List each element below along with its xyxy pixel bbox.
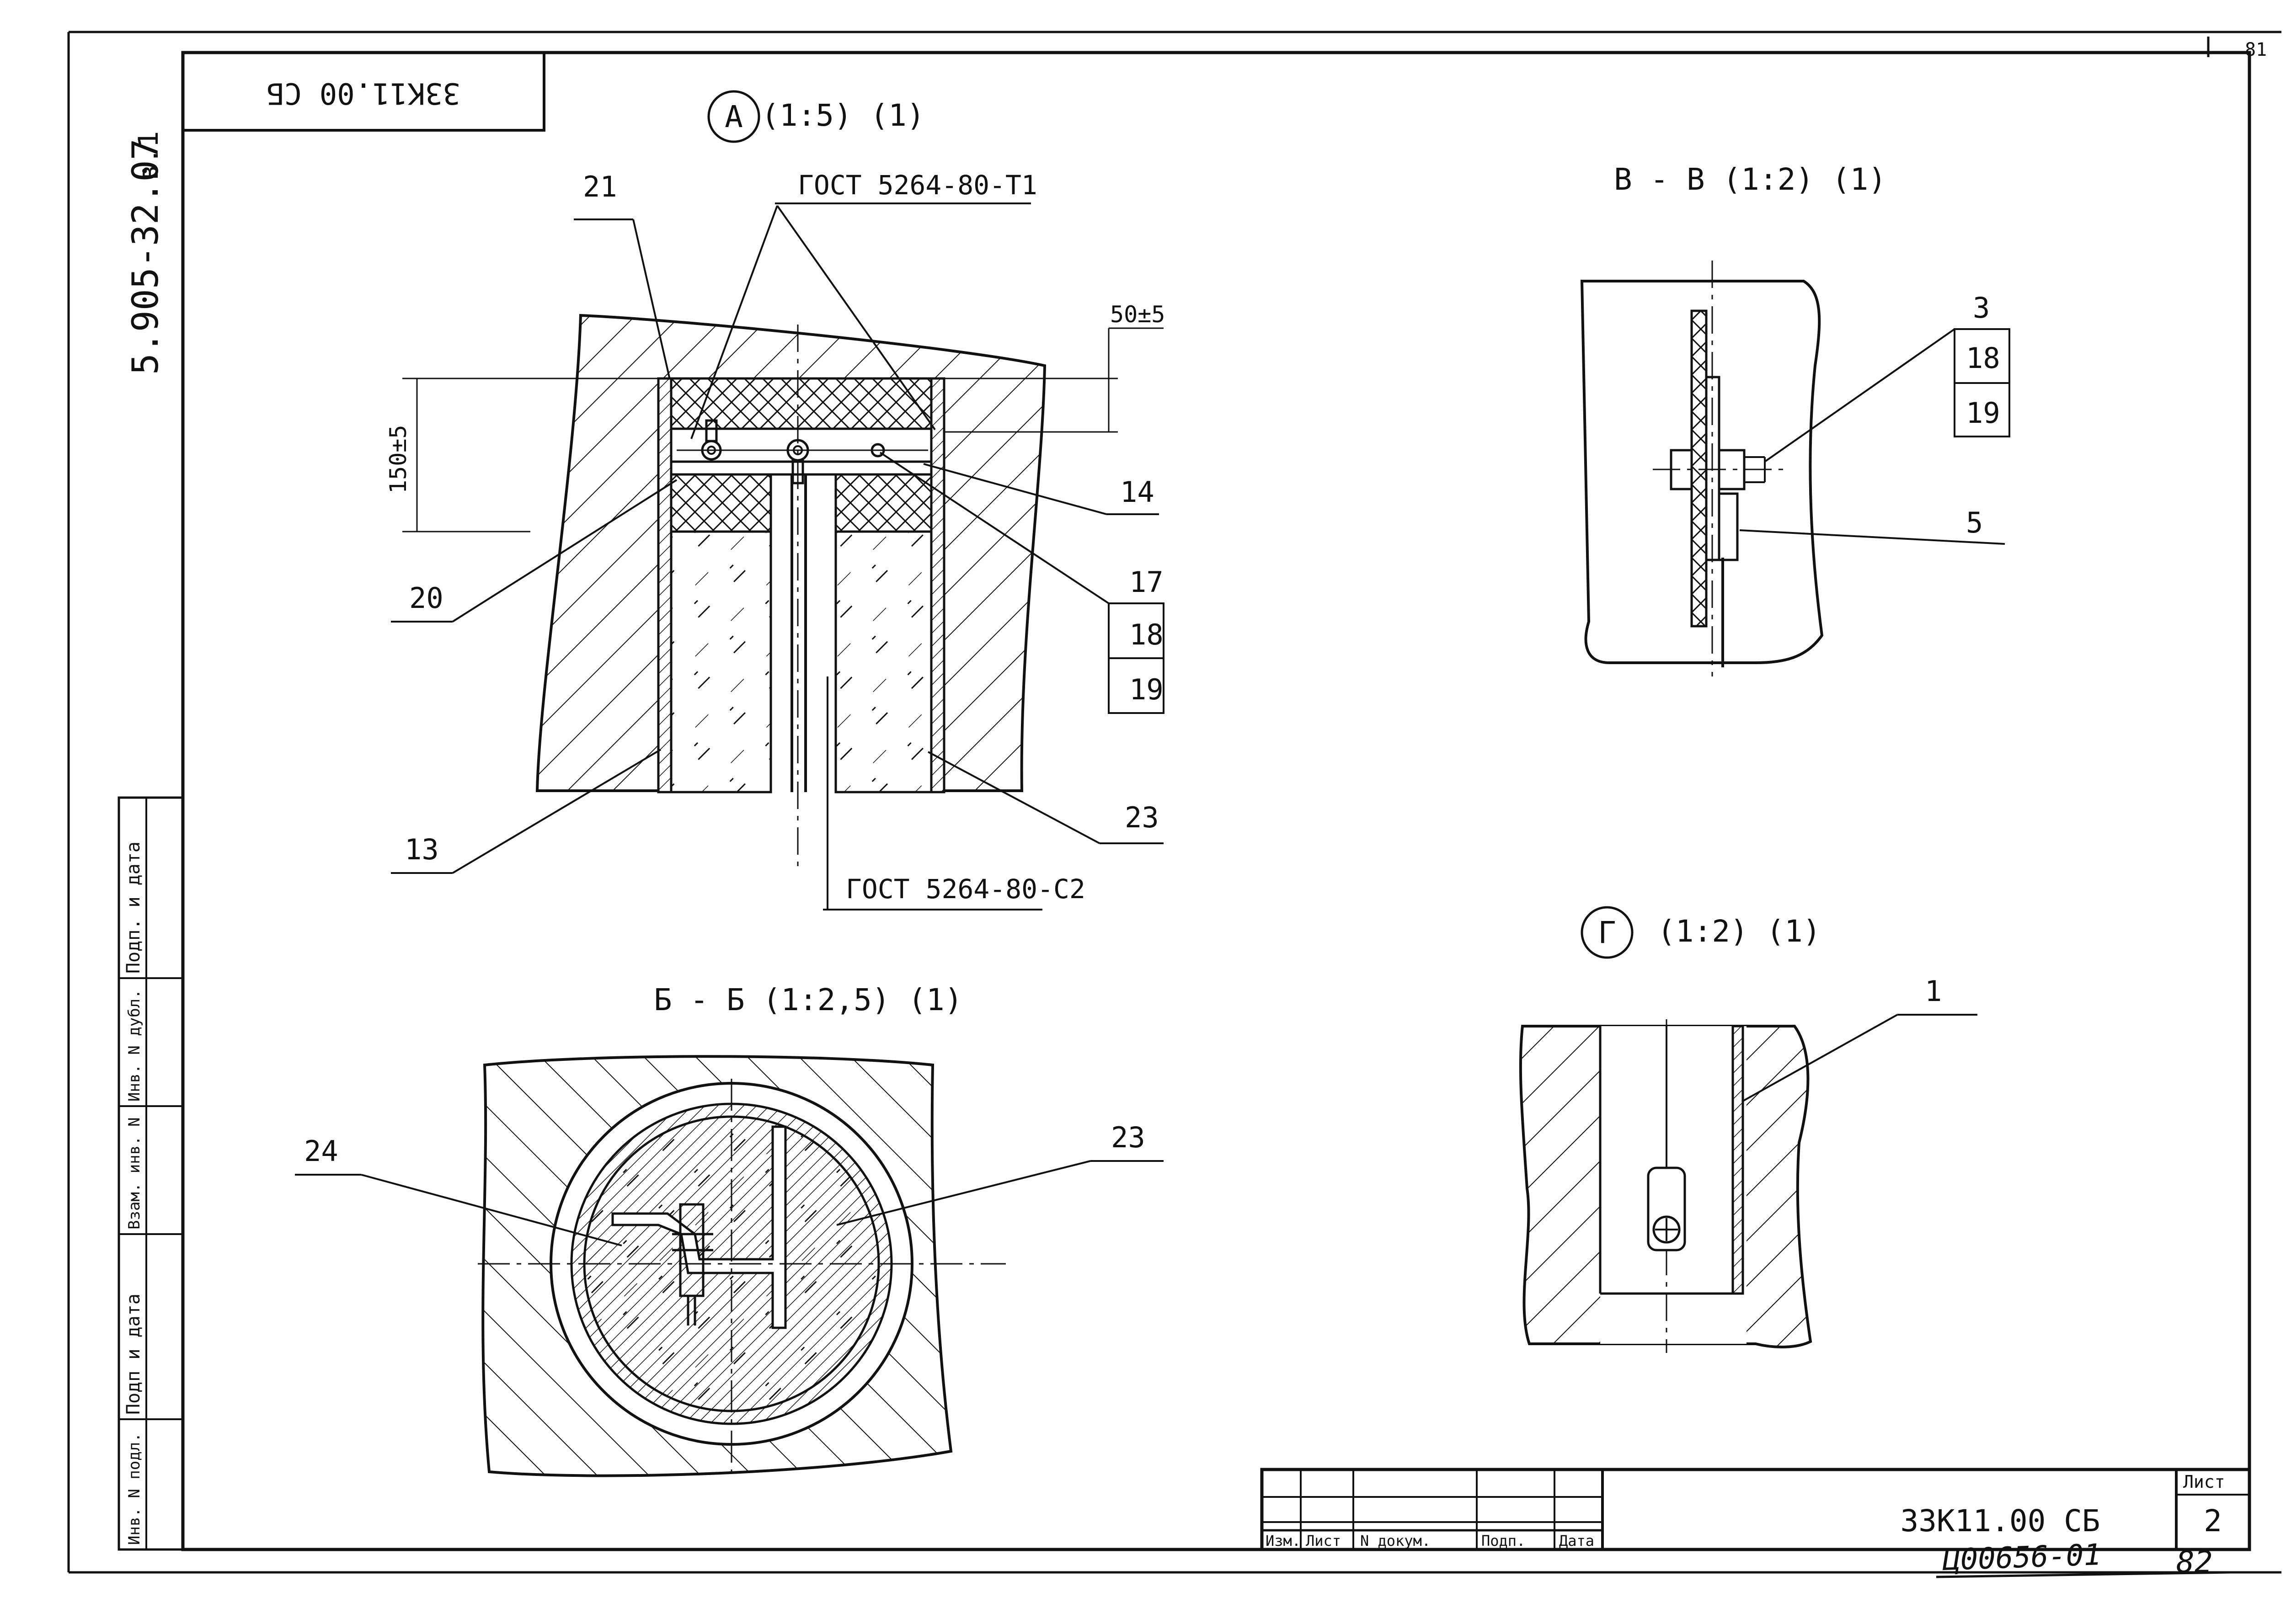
view-a-plate <box>670 460 933 476</box>
view-a-sleeve-left <box>657 377 673 793</box>
view-a-callout-13: 13 <box>405 833 439 866</box>
view-a-title: (1:5) (1) <box>761 98 925 133</box>
view-a-callout-18: 18 <box>1129 618 1164 651</box>
view-v-panel <box>1690 309 1708 628</box>
tb-header-date: Дата <box>1559 1532 1594 1549</box>
view-a-callout-14: 14 <box>1120 475 1154 509</box>
view-g-pipe-wall <box>1731 1025 1744 1295</box>
view-v-callout-5: 5 <box>1966 506 1983 539</box>
view-a-callout-23: 23 <box>1125 801 1159 834</box>
tb-sheet-label: Лист <box>2183 1472 2225 1492</box>
view-v-title: В - В (1:2) (1) <box>1614 162 1886 197</box>
view-b: Б - Б (1:2,5) (1) 24 23 <box>295 982 1164 1477</box>
view-a-bolt-1 <box>701 440 722 461</box>
view-g-callout-1: 1 <box>1925 974 1942 1008</box>
left-strip: Подп. и дата Инв. N дубл. Взам. инв. N П… <box>118 796 184 1551</box>
tb-header-sign: Подп. <box>1481 1532 1525 1549</box>
view-a-callout-17: 17 <box>1129 565 1164 599</box>
rotated-code-box: 33К11.00 СБ <box>182 51 545 132</box>
view-a-sleeve-right <box>930 377 945 793</box>
strip-label-4: Подп и дата <box>123 1294 144 1415</box>
view-a-seal-left <box>670 473 772 533</box>
side-code: 5.905-32.07 в.1 <box>125 131 166 375</box>
view-a-marker-circle <box>707 90 760 143</box>
view-a-marker: А <box>725 99 743 134</box>
view-a-weld-bottom: ГОСТ 5264-80-С2 <box>846 873 1085 905</box>
strip-label-3: Взам. инв. N <box>125 1117 144 1230</box>
view-a-seal-right <box>834 473 933 533</box>
strip-label-2: Инв. N дубл. <box>125 989 144 1102</box>
tb-header-doc: N докум. <box>1360 1532 1431 1549</box>
handwritten-page: 82 <box>2176 1544 2212 1580</box>
view-a-dim-height: 150±5 <box>385 425 411 494</box>
view-a-fill-right <box>834 530 933 793</box>
view-b-callout-24: 24 <box>304 1134 338 1168</box>
corner-page-number: 81 <box>2245 39 2267 60</box>
view-v-callout-18: 18 <box>1966 341 2000 375</box>
view-a-callout-21: 21 <box>583 170 617 203</box>
view-a-fill-left <box>670 530 772 793</box>
side-code-version: в.1 <box>133 131 165 181</box>
view-a: А (1:5) (1) 150±5 <box>385 90 1165 911</box>
view-a-weld-top: ГОСТ 5264-80-Т1 <box>798 170 1037 201</box>
tb-header-sheet: Лист <box>1306 1532 1341 1549</box>
view-g-title: (1:2) (1) <box>1657 914 1821 949</box>
handwritten-archive: Ц00656-01 <box>1941 1538 2102 1577</box>
view-a-callout-19: 19 <box>1129 673 1164 706</box>
side-code-number: 5.905-32.07 <box>125 138 166 375</box>
view-g-marker-circle <box>1581 906 1634 959</box>
view-a-callout-20: 20 <box>409 581 443 615</box>
handwritten-notes: Ц00656-01 82 <box>1936 1538 2232 1580</box>
view-b-callout-23: 23 <box>1111 1121 1145 1154</box>
view-v-callout-3: 3 <box>1973 291 1990 325</box>
view-b-bracket <box>611 1125 787 1329</box>
rotated-code: 33К11.00 СБ <box>267 76 460 110</box>
tb-designation: 33К11.00 СБ <box>1900 1503 2100 1539</box>
strip-label-1: Подп. и дата <box>123 841 144 974</box>
sheet-frame: 81 <box>67 31 2281 1574</box>
strip-label-5: Инв. N подл. <box>125 1432 144 1545</box>
view-a-bolt-3 <box>871 443 885 458</box>
tb-sheet-number: 2 <box>2204 1503 2222 1539</box>
view-a-dim-top: 50±5 <box>1110 301 1165 328</box>
view-g-marker: Г <box>1598 915 1616 950</box>
title-block: Изм. Лист N докум. Подп. Дата 33К11.00 С… <box>1260 1468 2251 1551</box>
view-b-title: Б - Б (1:2,5) (1) <box>654 982 963 1017</box>
tb-header-change: Изм. <box>1266 1532 1301 1549</box>
view-v-callout-19: 19 <box>1966 396 2000 430</box>
view-g: Г (1:2) (1) 1 <box>1519 906 1977 1353</box>
view-v: В - В (1:2) (1) 3 18 19 5 <box>1580 162 2010 676</box>
